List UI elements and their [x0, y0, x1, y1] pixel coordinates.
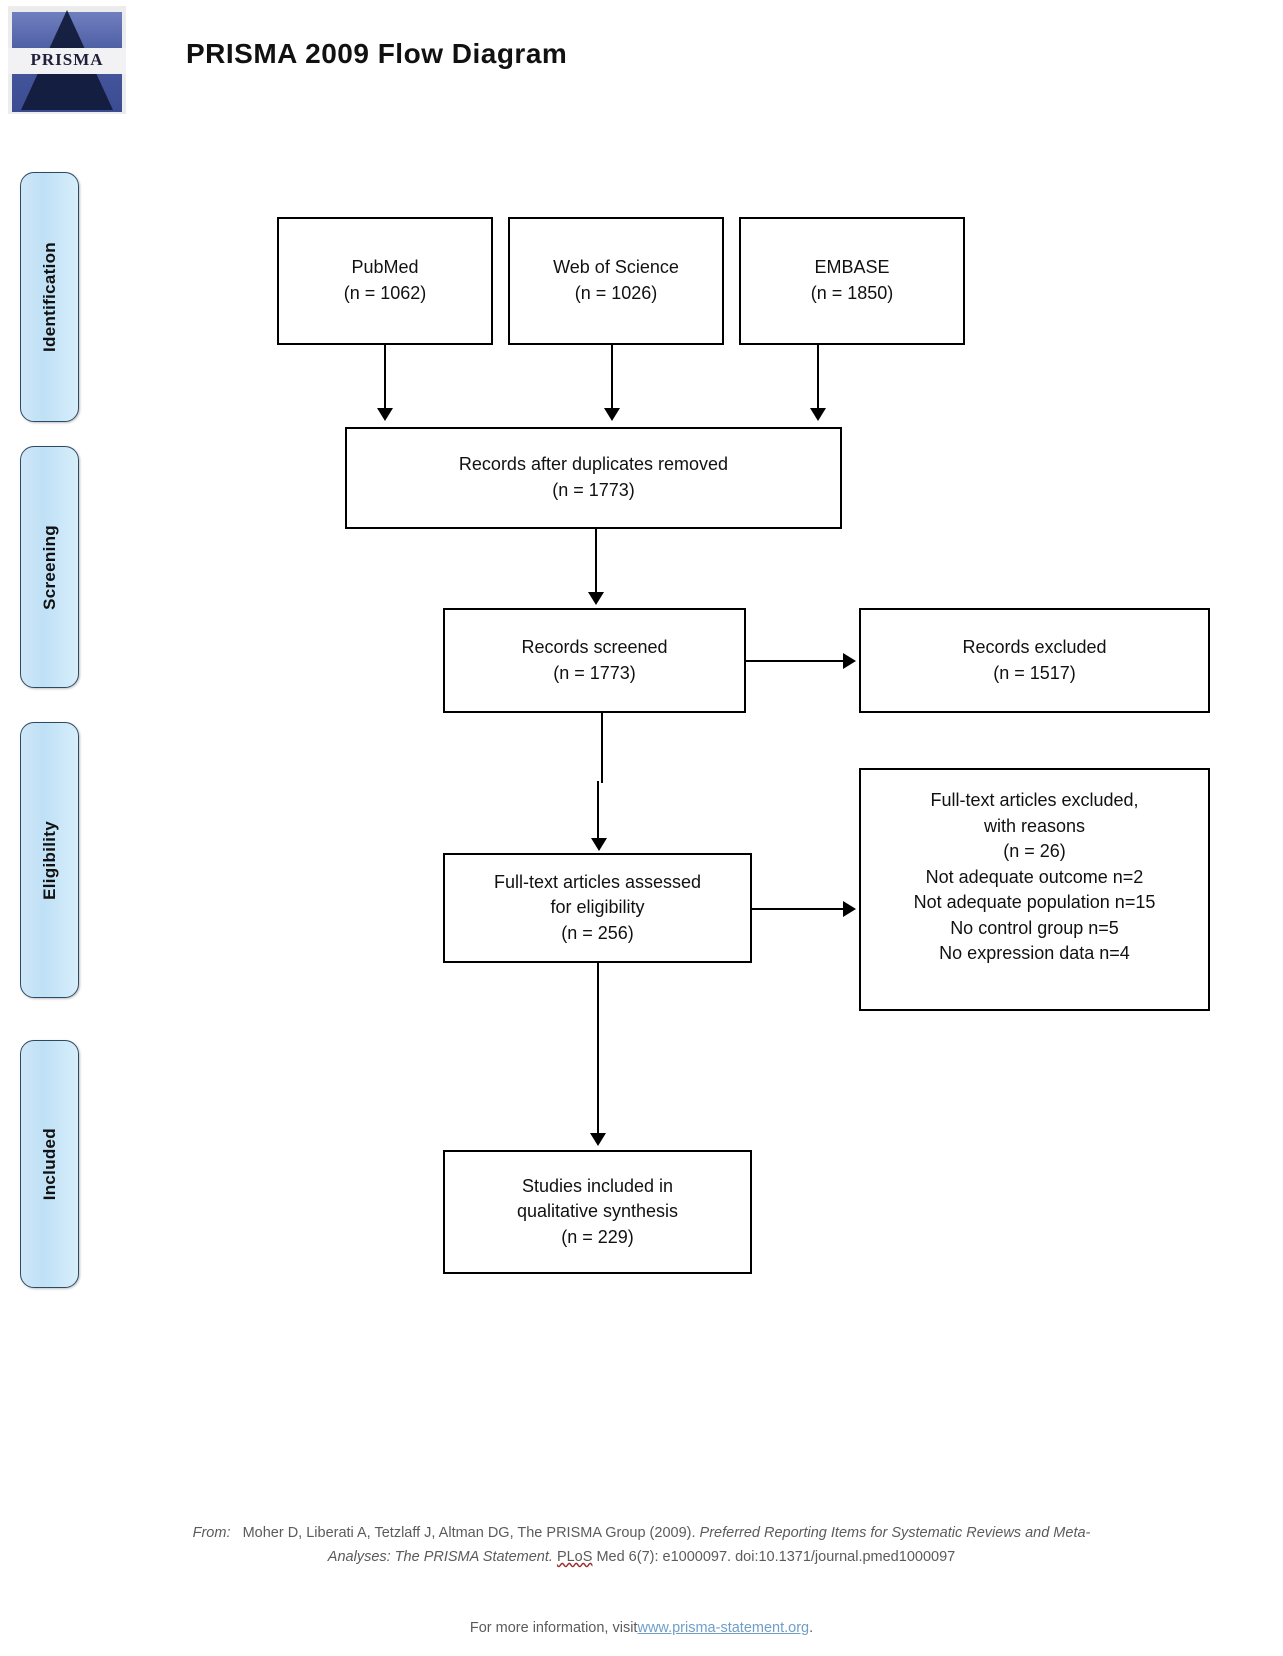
phase-tab-identification: Identification	[20, 172, 79, 422]
box-studies-included-line2: qualitative synthesis	[516, 1201, 679, 1222]
box-records-screened-line2: (n = 1773)	[553, 662, 636, 683]
box-studies-included: Studies included in qualitative synthesi…	[443, 1150, 752, 1274]
connector-embase-to-duplicates	[817, 345, 819, 412]
source-box-embase-count: (n = 1850)	[810, 283, 894, 303]
logo-band	[8, 48, 126, 74]
connector-pubmed-to-duplicates	[384, 345, 386, 412]
box-records-excluded: Records excluded (n = 1517)	[859, 608, 1210, 713]
box-fulltext-excluded-reason-4: No expression data n=4	[939, 943, 1130, 964]
connector-screened-to-fulltext-lower	[597, 781, 599, 841]
source-box-pubmed: PubMed (n = 1062)	[277, 217, 493, 345]
logo-wordmark: PRISMA	[30, 50, 104, 69]
arrowhead-pubmed-to-duplicates	[377, 408, 393, 421]
box-records-after-duplicates-line2: (n = 1773)	[552, 480, 635, 500]
box-fulltext-excluded-line2: with reasons	[983, 815, 1086, 836]
phase-tab-identification-label: Identification	[39, 242, 59, 352]
phase-tab-eligibility: Eligibility	[20, 722, 79, 998]
source-box-pubmed-name: PubMed	[351, 257, 419, 278]
footer-citation-authors: Moher D, Liberati A, Tetzlaff J, Altman …	[242, 1525, 700, 1541]
arrowhead-embase-to-duplicates	[810, 408, 826, 421]
footer-more-info-text: For more information, visit	[469, 1620, 638, 1636]
connector-screened-to-fulltext-upper	[601, 713, 603, 783]
footer-citation-line-2: Analyses: The PRISMA Statement. PLoS Med…	[0, 1546, 1283, 1570]
phase-tab-screening-label: Screening	[39, 524, 59, 610]
source-box-web-of-science-name: Web of Science	[553, 257, 679, 278]
box-records-screened-line1: Records screened	[521, 636, 668, 657]
footer-citation-line-1: From: Moher D, Liberati A, Tetzlaff J, A…	[0, 1522, 1283, 1546]
box-records-after-duplicates: Records after duplicates removed (n = 17…	[345, 427, 842, 529]
connector-fulltext-to-included	[597, 963, 599, 1137]
box-fulltext-excluded: Full-text articles excluded, with reason…	[859, 768, 1210, 1011]
box-fulltext-assessed-line2: for eligibility	[550, 897, 645, 918]
source-box-web-of-science: Web of Science (n = 1026)	[508, 217, 724, 345]
arrowhead-screened-to-fulltext	[591, 838, 607, 851]
source-box-embase: EMBASE (n = 1850)	[739, 217, 965, 345]
footer-citation-journal: PLoS	[556, 1548, 593, 1565]
box-fulltext-excluded-reason-1: Not adequate outcome n=2	[925, 866, 1144, 887]
arrowhead-screened-to-excluded	[843, 653, 856, 669]
arrowhead-fulltext-to-excluded	[843, 901, 856, 917]
box-studies-included-line3: (n = 229)	[561, 1226, 634, 1247]
source-box-pubmed-count: (n = 1062)	[343, 283, 427, 303]
box-fulltext-assessed-line1: Full-text articles assessed	[493, 871, 702, 892]
prisma-logo: PRISMA	[8, 6, 126, 114]
prisma-statement-link[interactable]: www.prisma-statement.org	[637, 1620, 810, 1636]
box-records-after-duplicates-line1: Records after duplicates removed	[458, 454, 729, 475]
footer-more-info: For more information, visitwww.prisma-st…	[0, 1620, 1283, 1636]
footer-citation-title-part2: Analyses: The PRISMA Statement.	[327, 1548, 557, 1565]
arrowhead-fulltext-to-included	[590, 1133, 606, 1146]
footer-citation-title-part1: Preferred Reporting Items for Systematic…	[699, 1525, 1091, 1541]
box-studies-included-line1: Studies included in	[521, 1175, 674, 1196]
footer-citation-doi: Med 6(7): e1000097. doi:10.1371/journal.…	[592, 1548, 956, 1565]
arrowhead-duplicates-to-screened	[588, 592, 604, 605]
box-fulltext-assessed-line3: (n = 256)	[561, 922, 634, 943]
phase-tab-screening: Screening	[20, 446, 79, 688]
box-records-screened: Records screened (n = 1773)	[443, 608, 746, 713]
connector-screened-to-excluded	[746, 660, 845, 662]
page-title: PRISMA 2009 Flow Diagram	[186, 38, 568, 69]
arrowhead-wos-to-duplicates	[604, 408, 620, 421]
box-records-excluded-line2: (n = 1517)	[993, 662, 1076, 683]
box-fulltext-excluded-line3: (n = 26)	[1003, 841, 1066, 862]
phase-tab-included-label: Included	[39, 1127, 59, 1201]
footer-citation: From: Moher D, Liberati A, Tetzlaff J, A…	[0, 1522, 1283, 1570]
footer-link-period: .	[809, 1620, 814, 1636]
box-records-excluded-line1: Records excluded	[962, 636, 1107, 657]
box-fulltext-excluded-reason-2: Not adequate population n=15	[913, 892, 1156, 913]
footer-from-label: From:	[192, 1525, 231, 1541]
box-fulltext-assessed: Full-text articles assessed for eligibil…	[443, 853, 752, 963]
phase-tab-eligibility-label: Eligibility	[39, 820, 59, 900]
connector-wos-to-duplicates	[611, 345, 613, 412]
source-box-web-of-science-count: (n = 1026)	[574, 283, 658, 303]
connector-duplicates-to-screened	[595, 529, 597, 596]
connector-fulltext-to-excluded	[752, 908, 845, 910]
box-fulltext-excluded-line1: Full-text articles excluded,	[930, 790, 1139, 810]
source-box-embase-name: EMBASE	[814, 257, 890, 278]
box-fulltext-excluded-reason-3: No control group n=5	[950, 917, 1119, 938]
phase-tab-included: Included	[20, 1040, 79, 1288]
